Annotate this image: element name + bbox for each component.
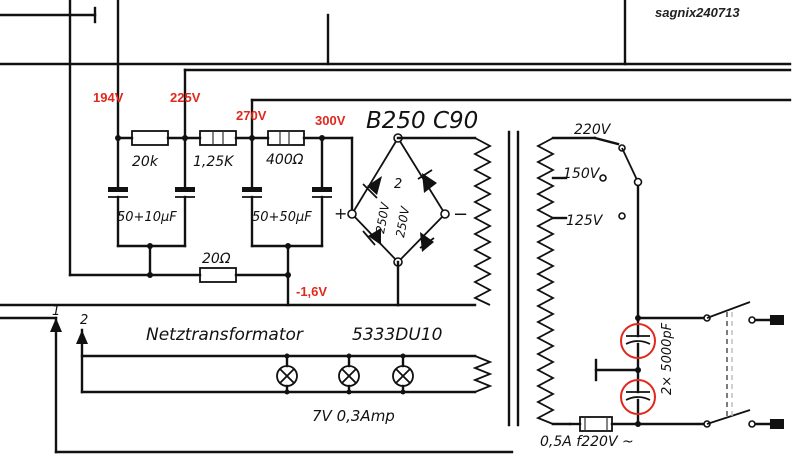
bridge-rectifier: 2 250V 250V + − B250 C90 [334, 108, 478, 307]
highlight-cap-bottom [620, 379, 656, 415]
tap-125: 125V [566, 213, 604, 229]
filter-chain: 20k 1,25K 400Ω [115, 130, 354, 216]
resistor-400-ohm [267, 130, 305, 146]
terminal-2: 2 [80, 313, 88, 328]
fuse-spec: 0,5A f220V ~ [540, 434, 634, 450]
watermark-text: sagnix240713 [655, 5, 740, 20]
tap-150: 150V [563, 166, 601, 182]
label-r3: 400Ω [266, 152, 304, 168]
highlight-cap-top [620, 323, 656, 359]
resistor-20k [131, 130, 169, 146]
transformer-name: Netztransformator [146, 325, 304, 345]
voltage-300: 300V [315, 113, 346, 128]
top-edge-wires [0, 0, 792, 277]
bridge-marker: 2 [394, 177, 402, 192]
mains-plug-top [770, 315, 784, 325]
label-c3: 2× 5000pF [660, 322, 675, 395]
bridge-minus: − [453, 204, 468, 225]
transformer-primary: 220V 150V 125V [535, 122, 643, 426]
bridge-plus: + [334, 204, 347, 223]
pilot-lamp-3 [392, 354, 414, 394]
label-r2: 1,25K [193, 154, 235, 170]
mains-plug-bottom [770, 419, 784, 429]
voltage-neg: -1,6V [296, 284, 327, 299]
lamp-spec: 7V 0,3Amp [312, 407, 395, 425]
bridge-rating-bottom: 250V [393, 205, 412, 239]
voltage-194: 194V [93, 90, 124, 105]
label-c1: 50+10µF [117, 210, 177, 225]
tap-220: 220V [574, 122, 612, 138]
bridge-rating-top: 250V [373, 201, 392, 235]
heater-circuit: 1 2 Netztransformator 5333DU10 [0, 303, 514, 454]
label-r1: 20k [132, 154, 159, 170]
rectifier-label: B250 C90 [366, 108, 478, 134]
negative-rail: 20Ω [68, 251, 291, 283]
voltage-225: 225V [170, 90, 201, 105]
transformer-core [507, 130, 520, 427]
transformer-type: 5333DU10 [352, 325, 442, 345]
terminal-1: 1 [52, 304, 60, 319]
pilot-lamp-1 [276, 354, 298, 394]
label-c2: 50+50µF [252, 210, 312, 225]
transformer-secondary [472, 137, 492, 306]
label-r4: 20Ω [202, 251, 231, 267]
pilot-lamp-2 [338, 354, 360, 394]
resistor-20-ohm [199, 267, 237, 283]
voltage-270: 270V [236, 108, 267, 123]
resistor-1-25k [199, 130, 237, 146]
mains-section: 2× 5000pF 0,5A f220V ~ [540, 301, 784, 450]
voltage-annotations: 194V 225V 270V 300V -1,6V [93, 90, 346, 299]
